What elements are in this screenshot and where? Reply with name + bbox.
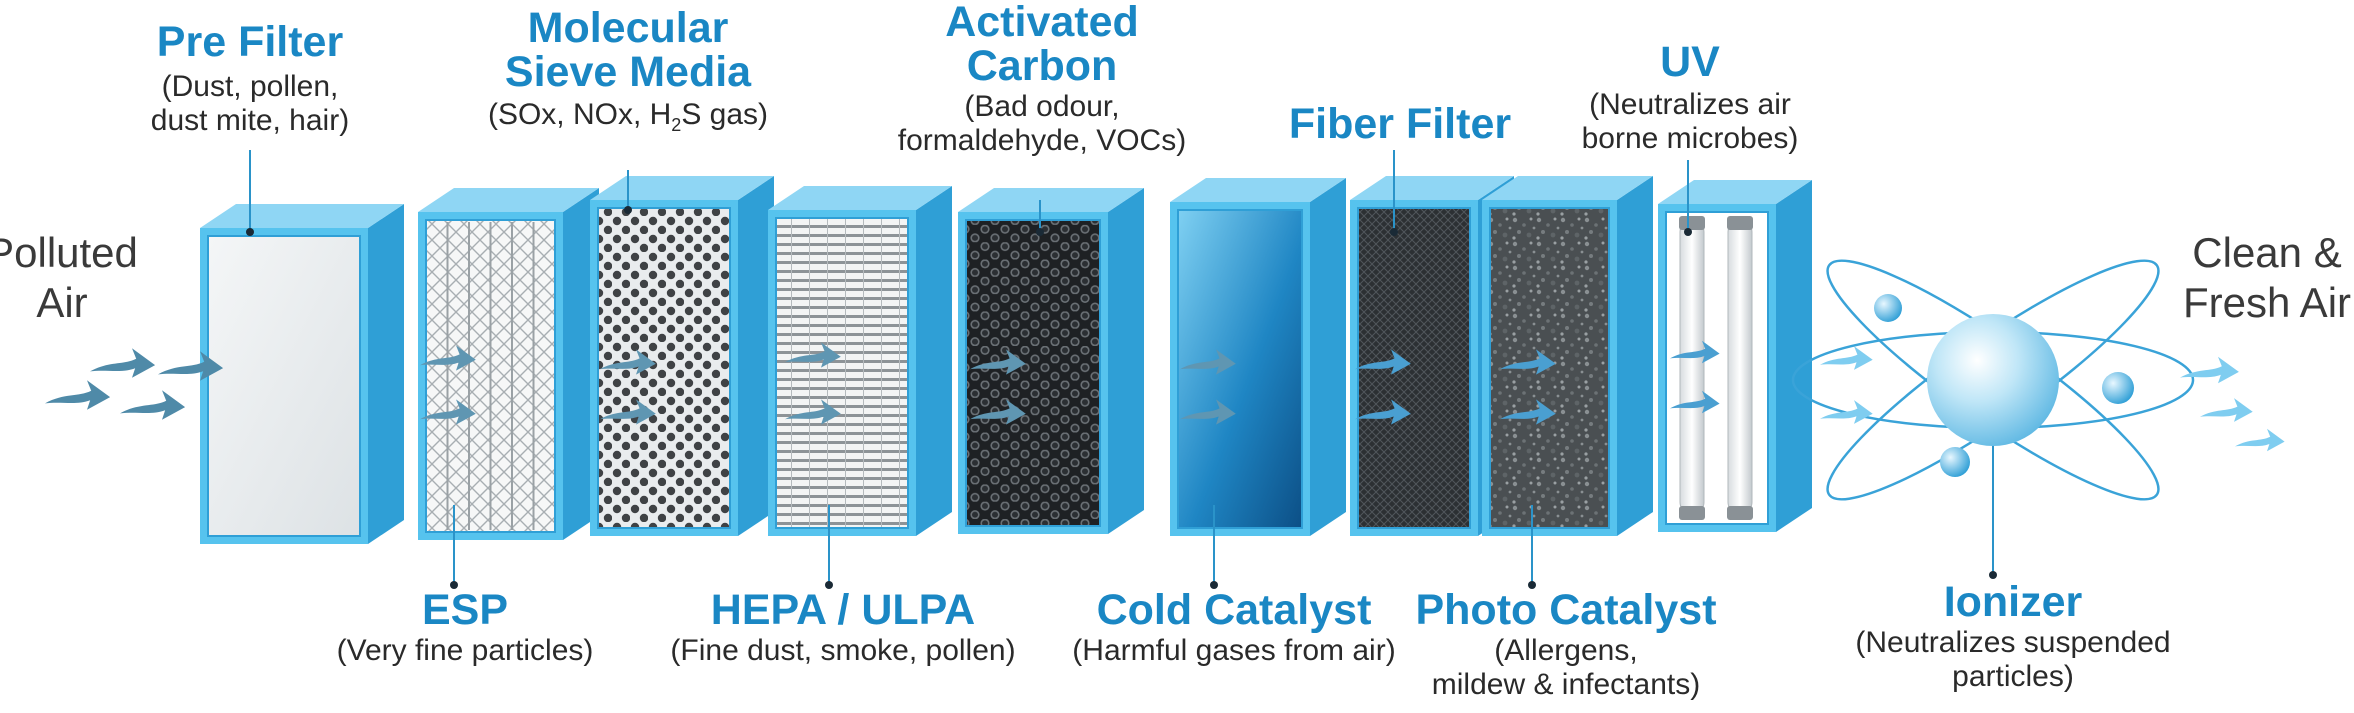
photo-catalyst-description: (Allergens,mildew & infectants)	[1431, 634, 1701, 701]
label-pointers	[246, 150, 1997, 589]
ionizer-atom	[1791, 259, 2195, 501]
label-pre-filter: Pre Filter (Dust, pollen,dust mite, hair…	[151, 20, 349, 138]
cold-catalyst-title: Cold Catalyst	[1096, 586, 1372, 634]
panel-photo-catalyst	[1482, 176, 1653, 536]
activated-carbon-description: (Bad odour,formaldehyde, VOCs)	[897, 90, 1187, 157]
label-cold-catalyst: Cold Catalyst (Harmful gases from air)	[1072, 588, 1395, 668]
esp-wires	[446, 222, 535, 530]
pre-filter-description: (Dust, pollen,dust mite, hair)	[150, 70, 350, 137]
molecular-sieve-description: (SOx, NOx, H2S gas)	[487, 98, 769, 135]
panel-cold-catalyst	[1170, 178, 1346, 536]
label-esp: ESP (Very fine particles)	[337, 588, 594, 668]
label-photo-catalyst: Photo Catalyst (Allergens,mildew & infec…	[1415, 588, 1716, 702]
uv-lamps	[1679, 216, 1753, 520]
airflow-arrows	[45, 340, 2285, 452]
label-fiber-filter: Fiber Filter	[1289, 102, 1511, 146]
hepa-ulpa-title: HEPA / ULPA	[710, 586, 976, 634]
ionizer-title: Ionizer	[1943, 578, 2083, 626]
photo-catalyst-title: Photo Catalyst	[1415, 586, 1717, 634]
esp-title: ESP	[421, 586, 509, 634]
hepa-ulpa-description: (Fine dust, smoke, pollen)	[670, 634, 1016, 667]
label-hepa-ulpa: HEPA / ULPA (Fine dust, smoke, pollen)	[670, 588, 1015, 668]
panel-hepa-ulpa	[768, 186, 952, 536]
fiber-filter-title: Fiber Filter	[1288, 100, 1512, 148]
panel-molecular-sieve	[590, 176, 774, 536]
output-label: Clean & Fresh Air	[2182, 229, 2352, 326]
esp-description: (Very fine particles)	[336, 634, 594, 667]
input-label: Polluted Air	[0, 229, 138, 326]
panel-pre-filter	[200, 204, 404, 544]
uv-title: UV	[1660, 38, 1720, 86]
panel-activated-carbon	[958, 188, 1144, 534]
cold-catalyst-description: (Harmful gases from air)	[1072, 634, 1396, 667]
pre-filter-title: Pre Filter	[156, 18, 344, 66]
